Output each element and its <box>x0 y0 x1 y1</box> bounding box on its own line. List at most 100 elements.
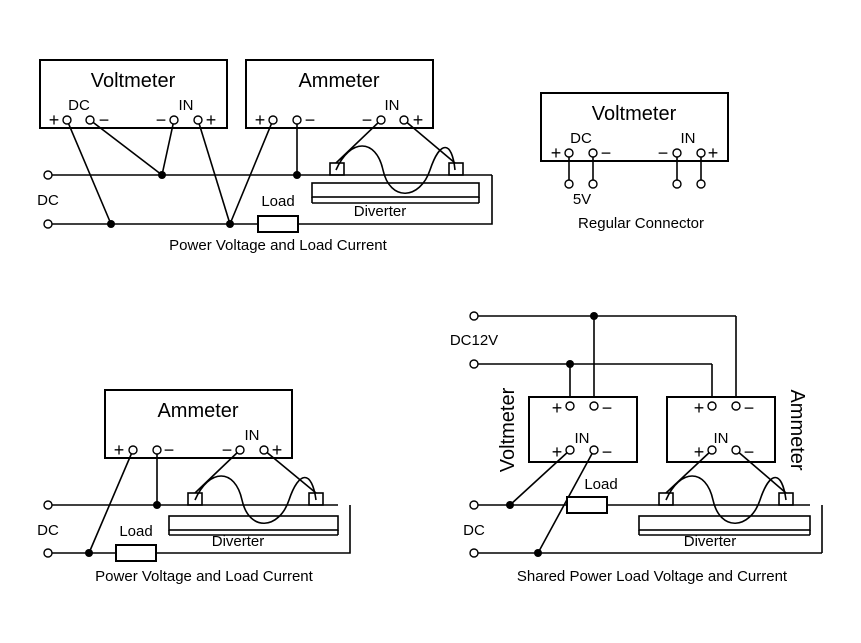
ammeter-in-label: IN <box>385 97 400 114</box>
ammeter-in-plus-wire <box>263 449 317 494</box>
voltmeter-in-plus-wire <box>509 449 571 506</box>
voltmeter-in-label: IN <box>681 130 696 147</box>
load-label: Load <box>119 523 152 540</box>
junction-dot <box>153 501 161 509</box>
plus-sign: + <box>552 442 563 462</box>
voltmeter-title: Voltmeter <box>592 103 677 125</box>
diverter-terminal <box>187 492 203 506</box>
ammeter-plus-wire <box>88 449 134 554</box>
junction-dot <box>158 171 166 179</box>
load-resistor <box>115 544 157 562</box>
voltmeter-in-minus-terminal <box>169 115 179 125</box>
minus-sign: − <box>658 143 669 163</box>
minus-sign: − <box>602 398 613 418</box>
voltmeter-dc-plus-terminal <box>564 148 574 158</box>
diagram-power-voltage-load-current-bottom: Ammeter IN + − − + Diverter Load DC Powe… <box>37 389 351 585</box>
junction-dot <box>107 220 115 228</box>
plus-sign: + <box>255 110 266 130</box>
plus-sign: + <box>114 440 125 460</box>
voltmeter-dc-label: DC <box>570 130 592 147</box>
diverter-shunt-strip <box>665 475 787 525</box>
lead-end-terminal <box>588 179 598 189</box>
minus-sign: − <box>156 110 167 130</box>
junction-dot <box>534 549 542 557</box>
ammeter-in-plus-terminal <box>707 445 717 455</box>
voltmeter-in-minus-terminal <box>589 445 599 455</box>
minus-sign: − <box>305 110 316 130</box>
voltmeter-dc-minus-terminal <box>85 115 95 125</box>
voltmeter-dc-plus-terminal <box>62 115 72 125</box>
ammeter-in-minus-wire <box>735 449 787 494</box>
diverter-label: Diverter <box>354 203 407 220</box>
dc-plus-input-terminal <box>43 500 53 510</box>
voltmeter-in-plus-terminal <box>565 445 575 455</box>
ammeter-in-plus-terminal <box>259 445 269 455</box>
load-label: Load <box>261 193 294 210</box>
ammeter-box <box>666 396 776 463</box>
voltmeter-in-plus-wire <box>197 119 231 225</box>
voltmeter-power-plus-terminal <box>565 401 575 411</box>
ammeter-minus-terminal <box>152 445 162 455</box>
minus-sign: − <box>99 110 110 130</box>
ammeter-in-plus-terminal <box>399 115 409 125</box>
plus-sign: + <box>413 110 424 130</box>
diverter-shunt-strip <box>335 145 456 195</box>
ammeter-plus-terminal <box>128 445 138 455</box>
minus-sign: − <box>164 440 175 460</box>
voltmeter-in-label: IN <box>179 97 194 114</box>
minus-sign: − <box>744 442 755 462</box>
plus-sign: + <box>552 398 563 418</box>
plus-sign: + <box>272 440 283 460</box>
junction-dot <box>85 549 93 557</box>
dc-minus-input-terminal <box>469 548 479 558</box>
ammeter-plus-terminal <box>268 115 278 125</box>
dc-plus-input-terminal <box>43 170 53 180</box>
dc-source-label: DC <box>37 192 59 209</box>
voltmeter-in-plus-terminal <box>193 115 203 125</box>
load-return-wire <box>298 175 493 225</box>
ammeter-in-minus-terminal <box>376 115 386 125</box>
caption: Shared Power Load Voltage and Current <box>517 568 788 585</box>
minus-sign: − <box>602 442 613 462</box>
diagram-regular-connector: Voltmeter DC IN + − − + 5V Regular Conne… <box>540 92 729 232</box>
junction-dot <box>590 312 598 320</box>
minus-sign: − <box>222 440 233 460</box>
ammeter-minus-terminal <box>292 115 302 125</box>
dc-source-label: DC <box>37 522 59 539</box>
plus-sign: + <box>206 110 217 130</box>
voltmeter-dc-minus-wire <box>89 119 163 176</box>
voltmeter-power-minus-terminal <box>589 401 599 411</box>
dc-minus-input-terminal <box>43 219 53 229</box>
diagram-power-voltage-load-current-top: Voltmeter Ammeter DC IN IN + − − + + − −… <box>37 59 493 254</box>
voltmeter-in-minus-terminal <box>672 148 682 158</box>
voltmeter-title: Voltmeter <box>91 70 176 92</box>
ammeter-plus-wire <box>229 119 274 225</box>
junction-dot <box>293 171 301 179</box>
ammeter-power-plus-terminal <box>707 401 717 411</box>
minus-sign: − <box>601 143 612 163</box>
dc-source-label: DC <box>463 522 485 539</box>
minus-sign: − <box>362 110 373 130</box>
supply-plus-terminal <box>469 311 479 321</box>
voltmeter-in-label: IN <box>575 430 590 447</box>
voltmeter-in-plus-terminal <box>696 148 706 158</box>
voltmeter-dc-plus-wire <box>66 119 112 225</box>
junction-dot <box>226 220 234 228</box>
plus-sign: + <box>708 143 719 163</box>
diverter-shunt-strip <box>194 475 317 525</box>
ammeter-in-plus-wire <box>403 119 456 164</box>
diverter-label: Diverter <box>684 533 737 550</box>
ammeter-title: Ammeter <box>157 400 238 422</box>
load-return-wire <box>156 505 351 554</box>
ammeter-in-label: IN <box>245 427 260 444</box>
dc-minus-input-terminal <box>43 548 53 558</box>
ammeter-in-label: IN <box>714 430 729 447</box>
caption: Power Voltage and Load Current <box>169 237 387 254</box>
minus-sign: − <box>744 398 755 418</box>
ammeter-power-minus-terminal <box>731 401 741 411</box>
diverter-terminal <box>308 492 324 506</box>
ammeter-in-minus-terminal <box>731 445 741 455</box>
lead-end-terminal <box>564 179 574 189</box>
lead-end-terminal <box>672 179 682 189</box>
